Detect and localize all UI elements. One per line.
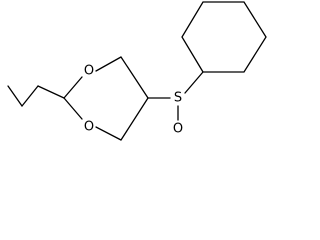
bond-c5-c4 <box>120 97 149 141</box>
bond-c2-o1 <box>63 76 83 99</box>
cyclohexyl-ring <box>181 1 267 73</box>
dioxane-ring <box>63 56 149 141</box>
atom-oxygen-upper: O <box>84 64 94 79</box>
bond-c4-o3 <box>95 126 122 141</box>
atom-oxygen-lower: O <box>84 120 94 135</box>
chemical-structure: O O S O <box>7 1 267 141</box>
bond-c6-c5 <box>120 56 149 99</box>
bond-isopropyl-to-ring <box>37 85 65 99</box>
atom-sulfur: S <box>174 91 182 106</box>
bond-o1-c6 <box>95 56 122 72</box>
bond-isopropyl-methyl-left <box>7 85 23 107</box>
bond-isopropyl-methyl-right <box>21 85 39 107</box>
atom-oxygen-sulfoxide: O <box>173 122 183 137</box>
bond-o3-c2 <box>63 97 83 120</box>
isopropyl-group <box>7 85 65 107</box>
bond-sulfur-to-cyclohexyl <box>184 71 204 94</box>
sulfoxide-group <box>147 71 204 121</box>
